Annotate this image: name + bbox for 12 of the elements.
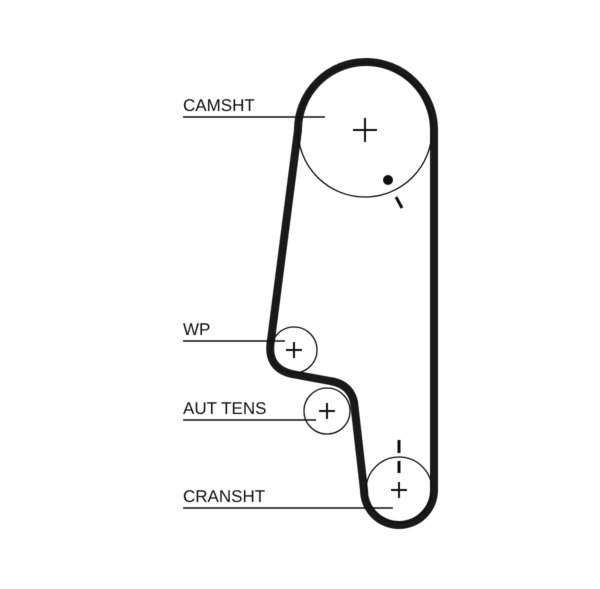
part-label: WP	[183, 320, 210, 340]
part-label: CAMSHT	[183, 96, 255, 116]
leader-line	[183, 340, 285, 342]
pulley-circle	[303, 387, 351, 435]
pulley-circle	[365, 456, 433, 524]
part-label: AUT TENS	[183, 399, 266, 419]
leader-line	[183, 507, 393, 509]
leader-line	[183, 116, 325, 118]
pulley-circle	[270, 326, 318, 374]
pulley-circle	[297, 62, 433, 198]
leader-line	[183, 419, 316, 421]
part-label: CRANSHT	[183, 487, 266, 507]
